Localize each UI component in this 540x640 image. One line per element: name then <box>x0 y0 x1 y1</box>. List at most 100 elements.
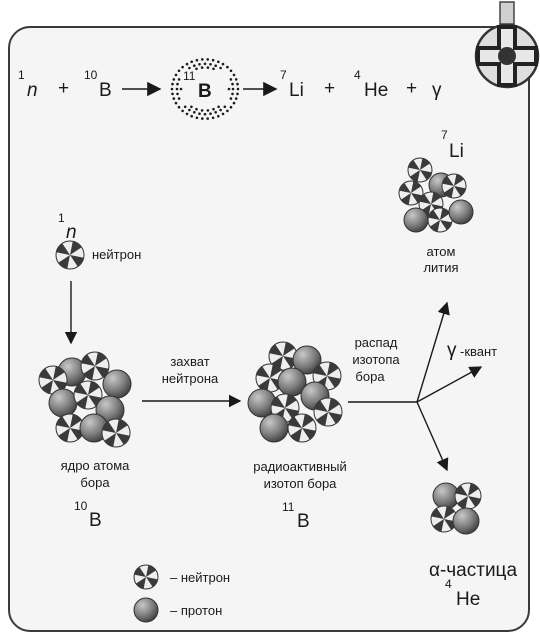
neutron <box>398 180 424 206</box>
logo-emblem <box>474 1 540 89</box>
b10-mass-number: 10 <box>84 68 98 82</box>
halo-dot <box>176 92 179 96</box>
halo-dot <box>181 109 184 113</box>
halo-dot <box>172 78 176 81</box>
halo-dot <box>226 65 229 69</box>
halo-dot <box>190 60 193 64</box>
lithium-symbol: Li <box>449 141 464 162</box>
capture-label-line2: нейтрона <box>162 371 219 386</box>
he-symbol: He <box>364 80 388 101</box>
halo-dot <box>236 87 240 91</box>
halo-dot <box>231 87 235 91</box>
lithium-branch-arrow <box>416 301 450 403</box>
halo-dot <box>229 105 233 109</box>
neutron <box>454 482 482 510</box>
halo-dot <box>211 58 215 62</box>
he-mass-number: 4 <box>354 68 361 82</box>
halo-dot <box>229 97 233 100</box>
halo-dot <box>193 64 196 67</box>
alpha-branch-arrow <box>416 401 449 472</box>
neutron-label: нейтрон <box>92 247 141 262</box>
neutron <box>255 363 285 393</box>
alpha-mass-number: 4 <box>445 577 452 591</box>
capture-label-line1: захват <box>170 354 209 369</box>
halo-dot <box>209 112 212 115</box>
neutron <box>133 564 159 590</box>
halo-dot <box>214 111 217 114</box>
halo-dot <box>195 67 198 71</box>
proton <box>448 199 474 225</box>
halo-dot <box>226 109 229 113</box>
halo-dot <box>201 58 204 61</box>
boron10-label-line1: ядро атома <box>61 458 131 473</box>
halo-dot <box>227 87 231 91</box>
neutron <box>38 365 68 395</box>
excited-nucleus-halo <box>170 58 240 120</box>
halo-dot <box>177 97 181 100</box>
halo-dot <box>174 101 178 105</box>
lithium-label-line2: лития <box>423 260 458 275</box>
halo-dot <box>217 114 220 118</box>
boron11-mass-number: 11 <box>282 500 295 514</box>
halo-dot <box>212 67 215 71</box>
halo-dot <box>195 107 198 111</box>
boron10-mass-number: 10 <box>74 499 88 513</box>
halo-dot <box>175 87 179 91</box>
b10-symbol: B <box>99 80 112 101</box>
boron11-symbol: B <box>297 511 310 532</box>
proton <box>292 345 322 375</box>
halo-dot <box>200 66 204 69</box>
halo-dot <box>198 112 201 115</box>
neutron <box>427 207 453 233</box>
halo-dot <box>232 73 236 77</box>
legend-proton-label: – протон <box>170 603 222 618</box>
neutron-symbol: n <box>66 222 77 243</box>
halo-dot <box>229 78 233 81</box>
decay-label-line2: изотопа <box>352 352 400 367</box>
halo-dot <box>212 107 215 111</box>
decay-label-line3: бора <box>355 369 385 384</box>
halo-dot <box>209 63 212 66</box>
legend-neutron-label: – нейтрон <box>170 570 230 585</box>
gamma-quantum-label: -квант <box>460 344 497 359</box>
lithium-nucleus <box>398 157 474 233</box>
halo-dot <box>203 62 207 66</box>
halo-dot <box>219 108 222 112</box>
proton <box>48 388 78 418</box>
halo-dot <box>231 82 234 86</box>
neutron <box>73 380 103 410</box>
halo-dot <box>185 112 189 116</box>
n-symbol: n <box>27 80 38 101</box>
halo-dot <box>176 82 179 86</box>
neutron <box>287 413 317 443</box>
halo-dot <box>221 112 225 116</box>
halo-dot <box>206 66 210 69</box>
halo-dot <box>206 117 209 120</box>
boron11-label-line1: радиоактивный <box>253 459 347 474</box>
halo-dot <box>231 92 234 96</box>
neutron <box>430 505 458 533</box>
lithium-mass-number: 7 <box>441 128 448 142</box>
halo-dot <box>200 109 204 112</box>
halo-dot <box>234 78 238 81</box>
neutron <box>441 173 467 199</box>
halo-dot <box>217 60 220 64</box>
halo-dot <box>190 114 193 118</box>
boron11-label-line2: изотоп бора <box>264 476 338 491</box>
gamma-quantum-symbol: γ <box>447 340 457 361</box>
neutron <box>313 397 343 427</box>
reaction-equation: 1 n + 10 B 11 B 7 Li + 4 He + γ <box>18 58 442 120</box>
legend: – нейтрон – протон <box>133 564 230 623</box>
halo-dot <box>179 87 183 91</box>
neutron <box>55 413 85 443</box>
li-mass-number: 7 <box>280 68 287 82</box>
halo-dot <box>201 117 204 120</box>
neutron-mass-number: 1 <box>58 211 65 225</box>
plus-sign: + <box>406 78 417 99</box>
alpha-symbol: He <box>456 589 480 610</box>
neutron <box>55 240 85 270</box>
halo-dot <box>229 69 233 73</box>
halo-dot <box>195 116 199 120</box>
halo-dot <box>174 73 178 77</box>
